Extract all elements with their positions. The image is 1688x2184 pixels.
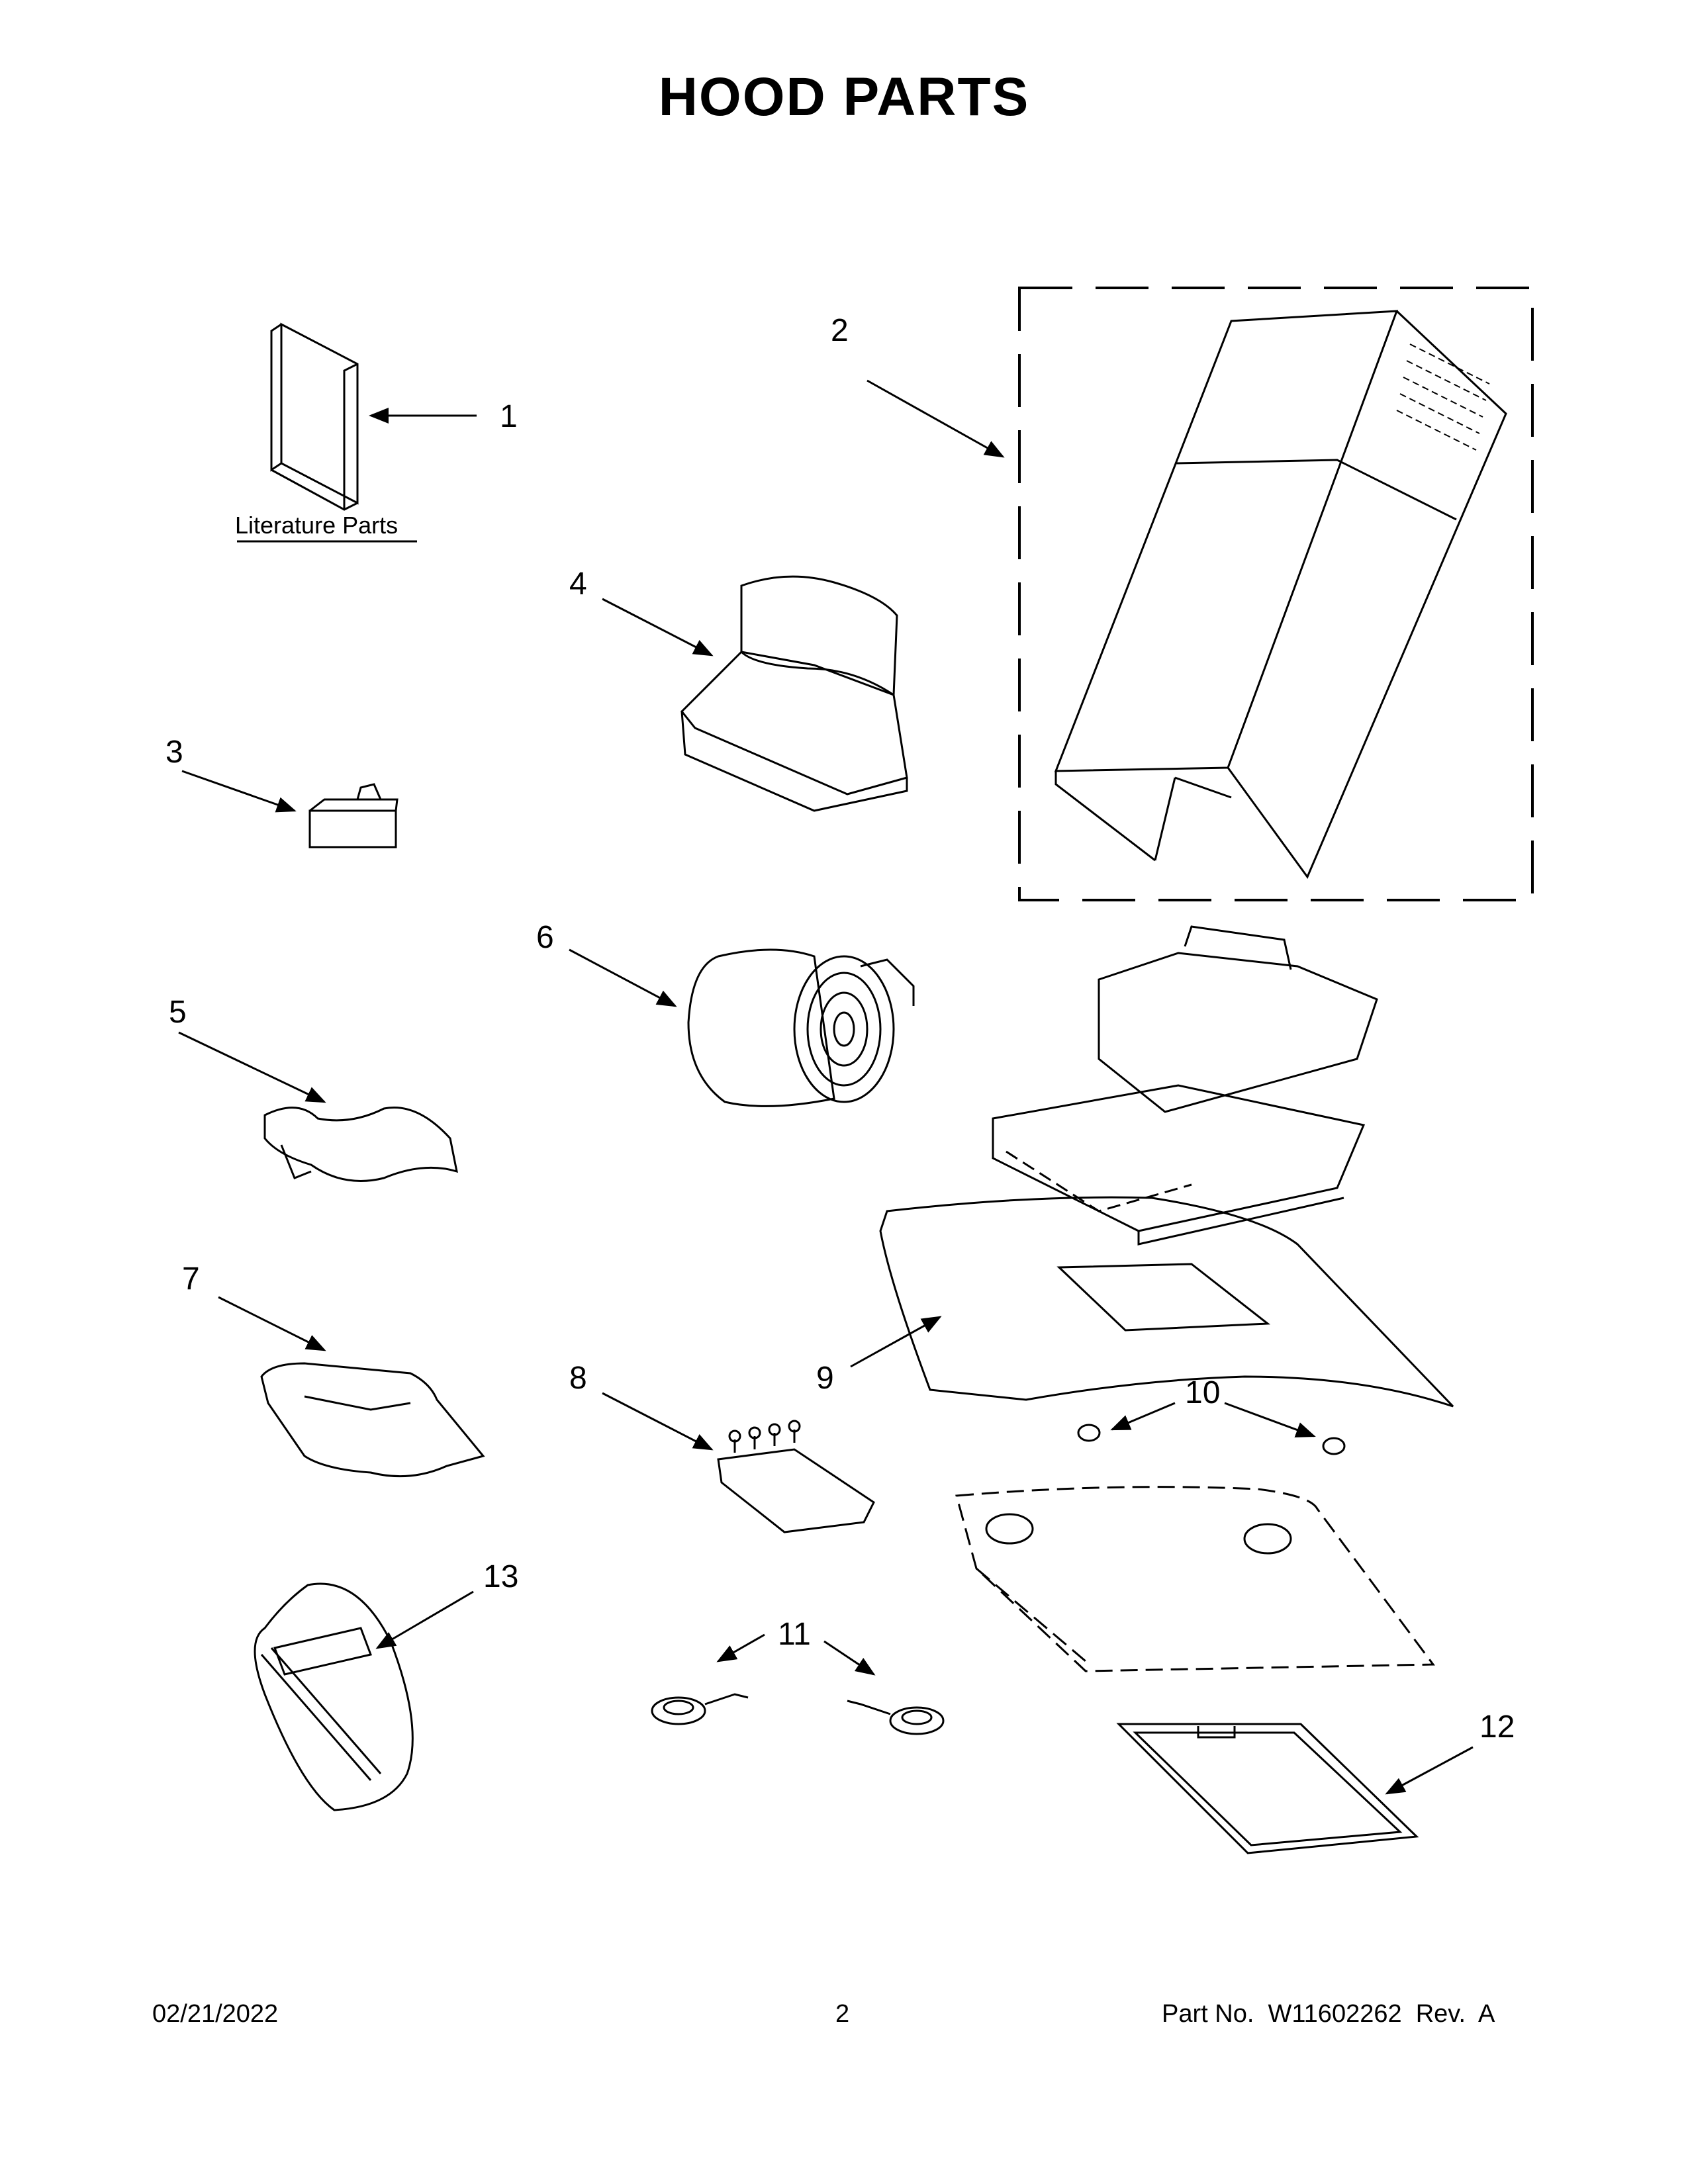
footer-part-number: Part No. W11602262 Rev. A [1162, 2000, 1495, 2028]
callout-7: 7 [182, 1261, 200, 1297]
callout-13: 13 [483, 1559, 518, 1594]
glass-canopy-part-9 [879, 1196, 1454, 1408]
light-openings [985, 1513, 1292, 1555]
led-lights-part-11 [651, 1693, 945, 1735]
bottom-tray-assembly [955, 1486, 1435, 1672]
callout-8: 8 [569, 1361, 587, 1396]
callout-numbers: 1 2 3 4 5 6 7 8 9 10 11 12 13 [165, 313, 1515, 1745]
leader-arrows [178, 379, 1474, 1795]
callout-5: 5 [169, 995, 187, 1030]
callout-3: 3 [165, 735, 183, 770]
callout-6: 6 [536, 920, 554, 955]
callout-12: 12 [1479, 1709, 1515, 1745]
chimney-vent-slots [1396, 343, 1490, 451]
damper-transition-part-4 [680, 575, 908, 812]
hood-body-assembly [992, 925, 1378, 1246]
callout-1: 1 [500, 399, 518, 434]
blower-motor-part-6 [687, 948, 915, 1107]
callout-9: 9 [816, 1361, 834, 1396]
switch-assembly-part-8 [717, 1420, 875, 1533]
grommets-part-10 [1077, 1424, 1346, 1455]
literature-parts-label: Literature Parts [235, 512, 398, 539]
page-title: HOOD PARTS [658, 67, 1030, 127]
callout-2: 2 [831, 313, 849, 348]
control-housing-part-7 [260, 1362, 485, 1478]
hardware-bag-part-13 [254, 1582, 414, 1811]
footer-page-number: 2 [835, 2000, 850, 2028]
plate-part-5 [263, 1107, 458, 1182]
grease-filter-part-12 [1116, 1723, 1419, 1854]
callout-4: 4 [569, 567, 587, 602]
footer-date: 02/21/2022 [152, 2000, 279, 2028]
callout-11: 11 [778, 1617, 811, 1652]
chimney-part-2 [1018, 287, 1534, 901]
callout-10: 10 [1185, 1375, 1220, 1410]
bracket-part-3 [308, 783, 399, 848]
literature-booklet-part-1 [270, 322, 359, 511]
